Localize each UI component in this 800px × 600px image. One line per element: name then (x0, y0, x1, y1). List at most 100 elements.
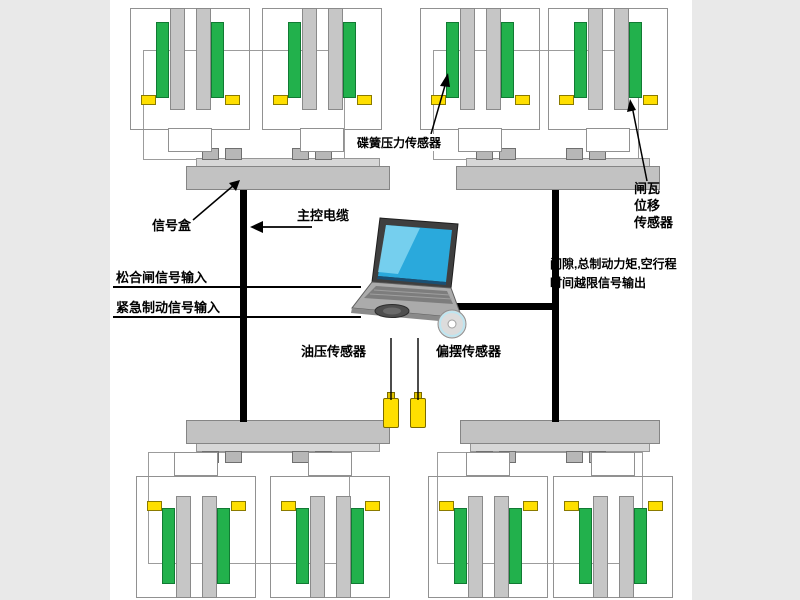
beam-body (186, 420, 390, 444)
brake-disc-bar (176, 496, 191, 598)
brake-pad (162, 508, 175, 584)
sensor-connector (439, 501, 454, 511)
sensor-connector (141, 95, 156, 105)
sensor-connector (281, 501, 296, 511)
brake-pad (454, 508, 467, 584)
label-shoe-displacement-line2: 位移 (634, 198, 661, 213)
brake-pad (579, 508, 592, 584)
clamp-block (225, 451, 242, 463)
brake-disc-bar (614, 8, 629, 110)
brake-unit (553, 452, 673, 598)
sensor-connector (523, 501, 538, 511)
brake-unit (428, 452, 548, 598)
brake-pad (217, 508, 230, 584)
sensor-connector (147, 501, 162, 511)
sensor-connector (225, 95, 240, 105)
brake-housing-outline (130, 8, 250, 130)
sensor-connector (559, 95, 574, 105)
brake-disc-bar (486, 8, 501, 110)
brake-pad (296, 508, 309, 584)
label-emergency-signal-input: 紧急制动信号输入 (116, 300, 221, 315)
touchpad-inner (383, 307, 401, 315)
brake-disc-bar (336, 496, 351, 598)
label-output-line2: 时间越限信号输出 (550, 276, 647, 290)
brake-pad (509, 508, 522, 584)
brake-mount-neck (168, 128, 212, 152)
key-row-line (373, 289, 451, 296)
brake-mount-neck (466, 452, 510, 476)
beam-body (186, 166, 390, 190)
sensor-connector (357, 95, 372, 105)
brake-mount-neck (591, 452, 635, 476)
clamp-pair (202, 148, 242, 160)
brake-disc-bar (588, 8, 603, 110)
brake-unit (270, 452, 390, 598)
brake-housing-outline (553, 476, 673, 598)
sensor-connector (365, 501, 380, 511)
brake-pad (211, 22, 224, 98)
label-oil-pressure-sensor: 油压传感器 (301, 344, 367, 359)
brake-unit (548, 8, 668, 152)
brake-disc-bar (593, 496, 608, 598)
brake-disc-bar (328, 8, 343, 110)
brake-pad (343, 22, 356, 98)
brake-housing-outline (270, 476, 390, 598)
sensor-connector (648, 501, 663, 511)
mounting-beam-bottom-left (186, 420, 390, 464)
brake-pad (629, 22, 642, 98)
mounting-beam-top-right (456, 148, 660, 192)
brake-disc-bar (310, 496, 325, 598)
brake-mount-neck (458, 128, 502, 152)
clamp-block (566, 451, 583, 463)
brake-pad (501, 22, 514, 98)
sensor-connector (231, 501, 246, 511)
brake-housing-outline (262, 8, 382, 130)
sensor-connector (564, 501, 579, 511)
brake-pad (288, 22, 301, 98)
brake-housing-outline (428, 476, 548, 598)
brake-pad (574, 22, 587, 98)
sensor-connector (643, 95, 658, 105)
label-shoe-displacement-line1: 闸瓦 (634, 181, 661, 196)
emergency-signal-line (113, 316, 361, 318)
brake-disc-bar (494, 496, 509, 598)
brake-unit (420, 8, 540, 152)
brake-pad (156, 22, 169, 98)
brake-mount-neck (174, 452, 218, 476)
cd-shine (439, 311, 465, 337)
brake-mount-neck (300, 128, 344, 152)
beam-body (456, 166, 660, 190)
brake-housing-outline (548, 8, 668, 130)
laptop-computer (340, 216, 480, 340)
key-row-line (369, 293, 453, 300)
label-release-signal-input: 松合闸信号输入 (116, 270, 208, 285)
mounting-beam-top-left (186, 148, 390, 192)
brake-pad (446, 22, 459, 98)
sway-sensor-body (410, 398, 426, 428)
label-shoe-displacement-line3: 传感器 (634, 215, 674, 230)
brake-disc-bar (302, 8, 317, 110)
label-signal-box: 信号盒 (152, 218, 192, 233)
brake-housing-outline (420, 8, 540, 130)
brake-pad (634, 508, 647, 584)
label-output-line1: 间隙,总制动力矩,空行程 (550, 257, 677, 271)
brake-mount-neck (308, 452, 352, 476)
brake-pad (351, 508, 364, 584)
clamp-block (566, 148, 583, 160)
brake-unit (130, 8, 250, 152)
laptop-illustration (351, 217, 467, 339)
sensor-connector (515, 95, 530, 105)
brake-disc-bar (460, 8, 475, 110)
output-cable (446, 303, 559, 310)
clamp-block (499, 148, 516, 160)
label-shoe-displacement-sensor: 闸瓦 位移 传感器 (634, 180, 673, 231)
beam-body (460, 420, 660, 444)
cd-hole (447, 319, 457, 329)
brake-disc-bar (468, 496, 483, 598)
sensor-connector (431, 95, 446, 105)
main-control-cable-left (240, 190, 247, 422)
brake-housing-outline (136, 476, 256, 598)
screen-bottom-edge (377, 276, 446, 285)
sensor-connector (273, 95, 288, 105)
